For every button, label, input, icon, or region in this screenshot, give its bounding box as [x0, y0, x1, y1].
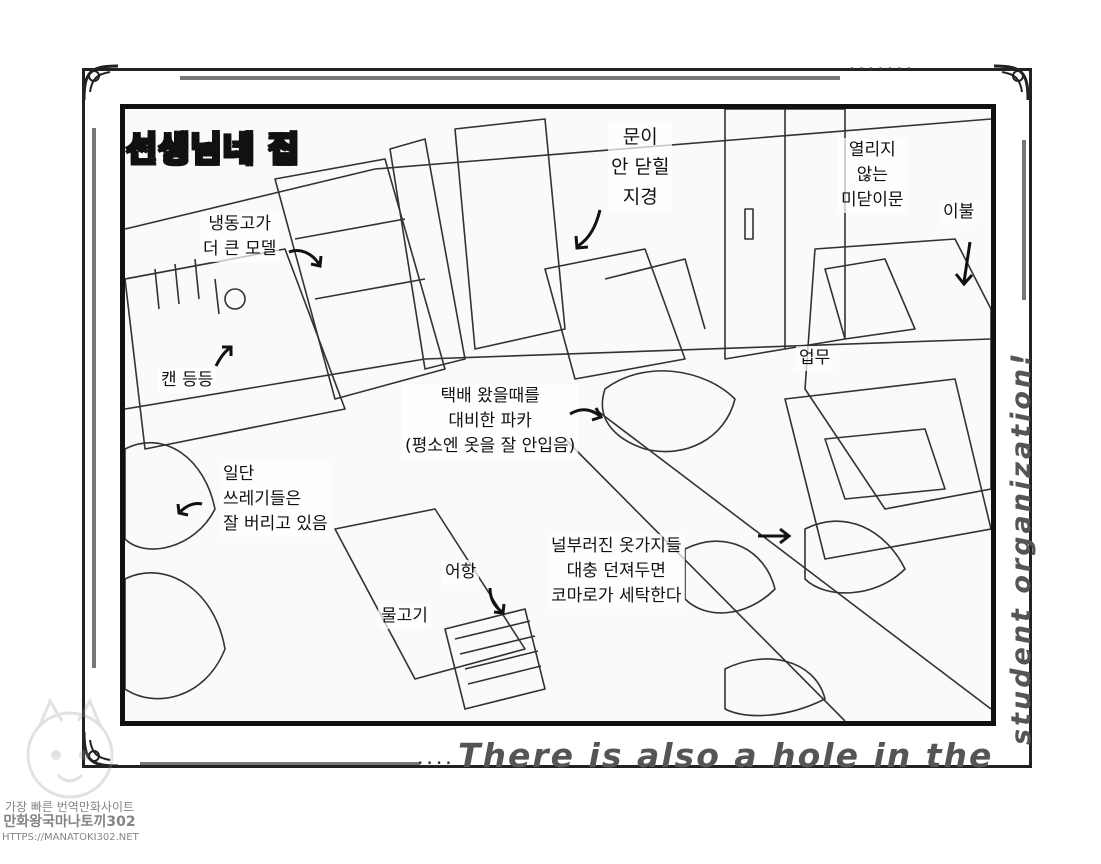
- bottom-caption: There is also a hole in the: [458, 736, 994, 775]
- frame-rail-top: [180, 76, 840, 80]
- note-work: 업무: [796, 346, 834, 371]
- note-parka: 택배 왔을때를 대비한 파카 (평소엔 옷을 잘 안입음): [402, 384, 579, 459]
- watermark-line-1: 가장 빠른 번역만화사이트: [4, 800, 135, 814]
- frame-rail-bottom: [140, 762, 420, 765]
- note-fish: 물고기: [378, 604, 431, 629]
- watermark-line-2: 만화왕국마나토끼302: [3, 814, 136, 830]
- scroll-ornament-icon: [82, 64, 119, 101]
- note-trash: 일단 쓰레기들은 잘 버리고 있음: [220, 462, 331, 537]
- note-sliding-door: 열리지 않는 미닫이문: [838, 138, 907, 213]
- decorative-dots: ....: [416, 752, 454, 768]
- frame-rail-left: [92, 128, 96, 668]
- frame-rail-right: [1022, 140, 1026, 300]
- decorative-dots: .......: [848, 58, 915, 74]
- note-door: 문이 안 닫힐 지경: [608, 122, 673, 212]
- note-fishbowl: 어항: [442, 560, 480, 585]
- note-blanket: 이불: [940, 200, 978, 225]
- mascot-icon: [26, 697, 114, 799]
- scroll-ornament-icon: [993, 64, 1030, 101]
- note-freezer: 냉동고가 더 큰 모델: [200, 212, 280, 262]
- room-sketch: [125, 109, 991, 721]
- note-clothes: 널부러진 옷가지들 대충 던져두면 코마로가 세탁한다: [548, 534, 685, 609]
- side-caption: student organization!: [1006, 350, 1037, 745]
- site-watermark: 가장 빠른 번역만화사이트 만화왕국마나토끼302 HTTPS://MANATO…: [2, 697, 139, 845]
- page-title: 선생님네 집: [125, 129, 301, 171]
- watermark-line-3: HTTPS://MANATOKI302.NET: [2, 832, 139, 843]
- note-cans: 캔 등등: [158, 368, 217, 393]
